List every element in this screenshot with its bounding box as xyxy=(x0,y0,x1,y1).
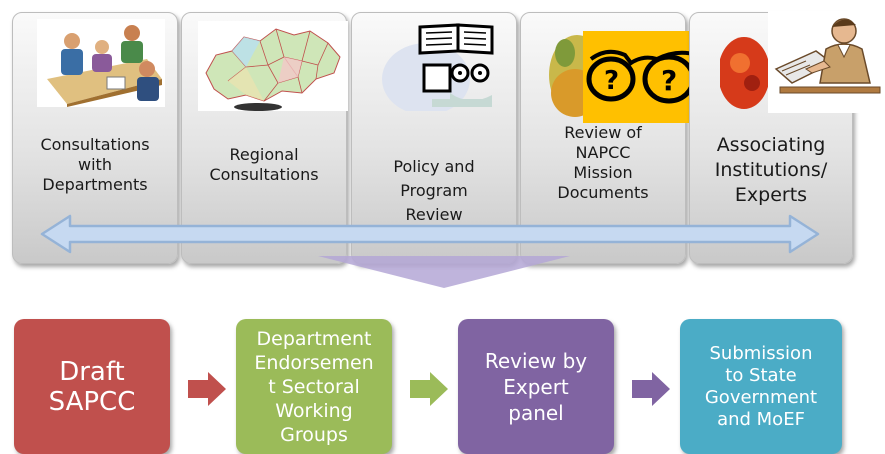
glasses-question-icon: ? ? xyxy=(547,23,703,123)
meeting-clipart-icon xyxy=(37,19,165,107)
input-card-label: Consultations with Departments xyxy=(40,135,150,194)
process-step-label: Submission to State Government and MoEF xyxy=(704,342,818,430)
input-card-consultations: Consultations with Departments xyxy=(12,12,178,264)
state-map-icon xyxy=(198,21,348,111)
process-step-label: Draft SAPCC xyxy=(48,356,136,417)
process-step-label: Department Endorsemen t Sectoral Working… xyxy=(254,327,374,446)
process-step-draft: Draft SAPCC xyxy=(14,319,170,454)
arrow-right-icon xyxy=(632,372,670,406)
expert-at-desk-icon xyxy=(718,11,885,113)
input-card-regional: Regional Consultations xyxy=(181,12,348,264)
process-step-department-endorsement: Department Endorsemen t Sectoral Working… xyxy=(236,319,392,454)
funnel-triangle xyxy=(318,256,570,288)
input-card-experts: Associating Institutions/ Experts xyxy=(689,11,885,264)
arrow-right-icon xyxy=(188,372,226,406)
input-card-policy: Policy and Program Review xyxy=(351,12,517,264)
process-step-submission: Submission to State Government and MoEF xyxy=(680,319,842,454)
double-headed-arrow xyxy=(40,214,820,254)
input-card-label: Review of NAPCC Mission Documents xyxy=(557,123,649,202)
svg-text:?: ? xyxy=(661,64,677,97)
process-step-label: Review by Expert panel xyxy=(484,348,588,425)
svg-text:?: ? xyxy=(604,66,619,96)
input-card-label: Associating Institutions/ Experts xyxy=(714,134,828,206)
input-card-label: Policy and Program Review xyxy=(393,157,475,224)
arrow-right-icon xyxy=(410,372,448,406)
process-step-expert-review: Review by Expert panel xyxy=(458,319,614,454)
reading-book-icon xyxy=(380,21,496,115)
input-card-label: Regional Consultations xyxy=(209,145,319,184)
input-card-napcc: ? ? Review of NAPCC Mission Documents xyxy=(520,12,703,264)
